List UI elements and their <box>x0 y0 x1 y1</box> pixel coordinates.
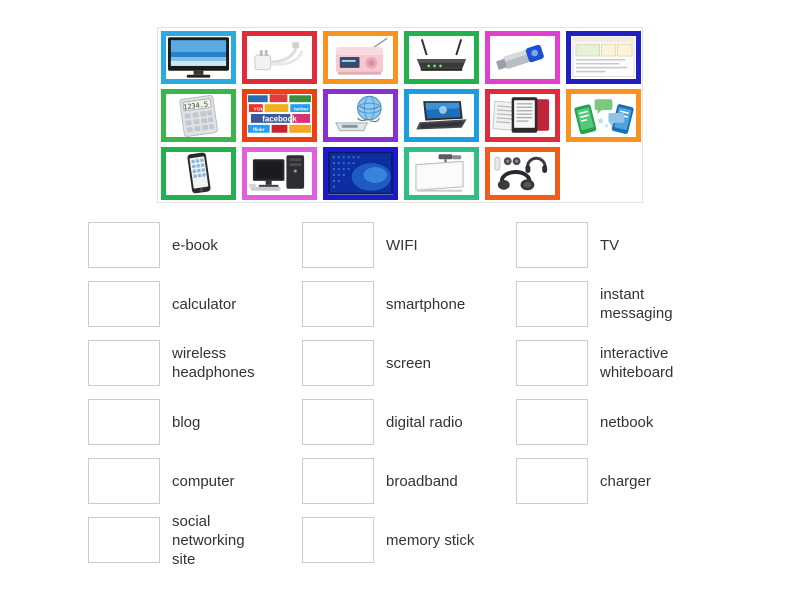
answer-row: computer <box>88 458 302 517</box>
usb-memory-stick-icon <box>485 30 560 84</box>
answer-label: smartphone <box>386 295 466 313</box>
answer-label: computer <box>172 472 235 490</box>
image-tile[interactable] <box>239 144 320 202</box>
svg-text:1234.5: 1234.5 <box>183 100 209 111</box>
answer-label: instant messaging <box>600 286 673 322</box>
interactive-whiteboard-icon <box>404 146 479 200</box>
answer-label: screen <box>386 354 432 372</box>
charger-cable-icon <box>242 30 317 84</box>
answer-row: screen <box>302 340 516 399</box>
answer-dropzone[interactable] <box>302 340 374 386</box>
answer-row: blog <box>88 399 302 458</box>
answer-row: wireless headphones <box>88 340 302 399</box>
empty-slot <box>566 147 641 200</box>
answer-label: calculator <box>172 295 237 313</box>
answer-dropzone[interactable] <box>88 517 160 563</box>
desktop-computer-icon <box>242 146 317 200</box>
answer-row: charger <box>516 458 730 517</box>
image-tile[interactable]: 1234.5 <box>158 86 239 144</box>
answer-row: TV <box>516 222 730 281</box>
answer-row: memory stick <box>302 517 516 576</box>
answer-dropzone[interactable] <box>516 458 588 504</box>
answer-dropzone[interactable] <box>302 458 374 504</box>
answer-row: broadband <box>302 458 516 517</box>
answer-label: e-book <box>172 236 218 254</box>
image-tile[interactable] <box>482 86 563 144</box>
answer-label: WIFI <box>386 236 418 254</box>
answer-label: blog <box>172 413 201 431</box>
image-tile[interactable] <box>320 86 401 144</box>
answer-label: wireless headphones <box>172 345 255 381</box>
svg-text:twitter: twitter <box>294 107 309 113</box>
image-tile[interactable] <box>563 86 644 144</box>
answer-dropzone[interactable] <box>302 222 374 268</box>
image-tile[interactable] <box>401 86 482 144</box>
image-tile[interactable] <box>401 144 482 202</box>
image-tile[interactable] <box>320 28 401 86</box>
answer-row-empty <box>516 517 730 576</box>
answer-dropzone[interactable] <box>88 340 160 386</box>
image-tile[interactable] <box>401 28 482 86</box>
image-tile[interactable] <box>563 28 644 86</box>
wireless-headphones-icon <box>485 146 560 200</box>
answer-label: social networking site <box>172 512 245 568</box>
answer-label: digital radio <box>386 413 463 431</box>
smartphone-icon <box>161 146 236 200</box>
answer-row: e-book <box>88 222 302 281</box>
answer-dropzone[interactable] <box>88 281 160 327</box>
answer-dropzone[interactable] <box>516 222 588 268</box>
answer-dropzone[interactable] <box>516 340 588 386</box>
wifi-router-icon <box>404 30 479 84</box>
broadband-globe-modem-icon <box>323 88 398 142</box>
answer-column-1: e-book calculator wireless headphones blog c… <box>88 222 302 576</box>
image-tile[interactable] <box>482 28 563 86</box>
answer-label: memory stick <box>386 531 475 549</box>
image-tile[interactable] <box>158 144 239 202</box>
ebook-reader-icon <box>485 88 560 142</box>
answer-row: instant messaging <box>516 281 730 340</box>
answer-row: interactive whiteboard <box>516 340 730 399</box>
answer-columns: e-book calculator wireless headphones blog c… <box>88 222 748 576</box>
answer-dropzone[interactable] <box>516 399 588 445</box>
answer-dropzone[interactable] <box>88 458 160 504</box>
answer-label: broadband <box>386 472 458 490</box>
image-tile[interactable] <box>239 28 320 86</box>
answer-column-3: TV instant messaging interactive whiteboar… <box>516 222 730 576</box>
answer-row: social networking site <box>88 512 302 576</box>
answer-row: netbook <box>516 399 730 458</box>
instant-messaging-icon <box>566 88 641 142</box>
blog-webpage-icon <box>566 30 641 84</box>
answer-row: calculator <box>88 281 302 340</box>
image-tile-tray[interactable]: 1234.5 <box>157 27 643 203</box>
tile-slot-empty <box>563 144 644 202</box>
answer-dropzone[interactable] <box>302 399 374 445</box>
answer-dropzone[interactable] <box>302 281 374 327</box>
image-tile[interactable]: facebook YOU twitter flickr <box>239 86 320 144</box>
answer-label: charger <box>600 472 651 490</box>
answer-label: TV <box>600 236 620 254</box>
digital-radio-icon <box>323 30 398 84</box>
social-network-collage-icon: facebook YOU twitter flickr <box>242 88 317 142</box>
image-tile[interactable] <box>482 144 563 202</box>
image-tile[interactable] <box>158 28 239 86</box>
calculator-icon: 1234.5 <box>161 88 236 142</box>
answer-dropzone[interactable] <box>302 517 374 563</box>
answer-row: smartphone <box>302 281 516 340</box>
svg-text:flickr: flickr <box>253 127 265 133</box>
answer-dropzone[interactable] <box>88 399 160 445</box>
answer-dropzone[interactable] <box>88 222 160 268</box>
answer-label: interactive whiteboard <box>600 345 674 381</box>
answer-column-2: WIFI smartphone screen digital radio broadba… <box>302 222 516 576</box>
answer-row: WIFI <box>302 222 516 281</box>
netbook-laptop-icon <box>404 88 479 142</box>
image-tile[interactable] <box>320 144 401 202</box>
computer-screen-icon <box>323 146 398 200</box>
svg-text:facebook: facebook <box>262 114 297 123</box>
answer-dropzone[interactable] <box>516 281 588 327</box>
svg-text:YOU: YOU <box>253 107 264 113</box>
answer-row: digital radio <box>302 399 516 458</box>
answer-label: netbook <box>600 413 654 431</box>
television-icon <box>161 30 236 84</box>
